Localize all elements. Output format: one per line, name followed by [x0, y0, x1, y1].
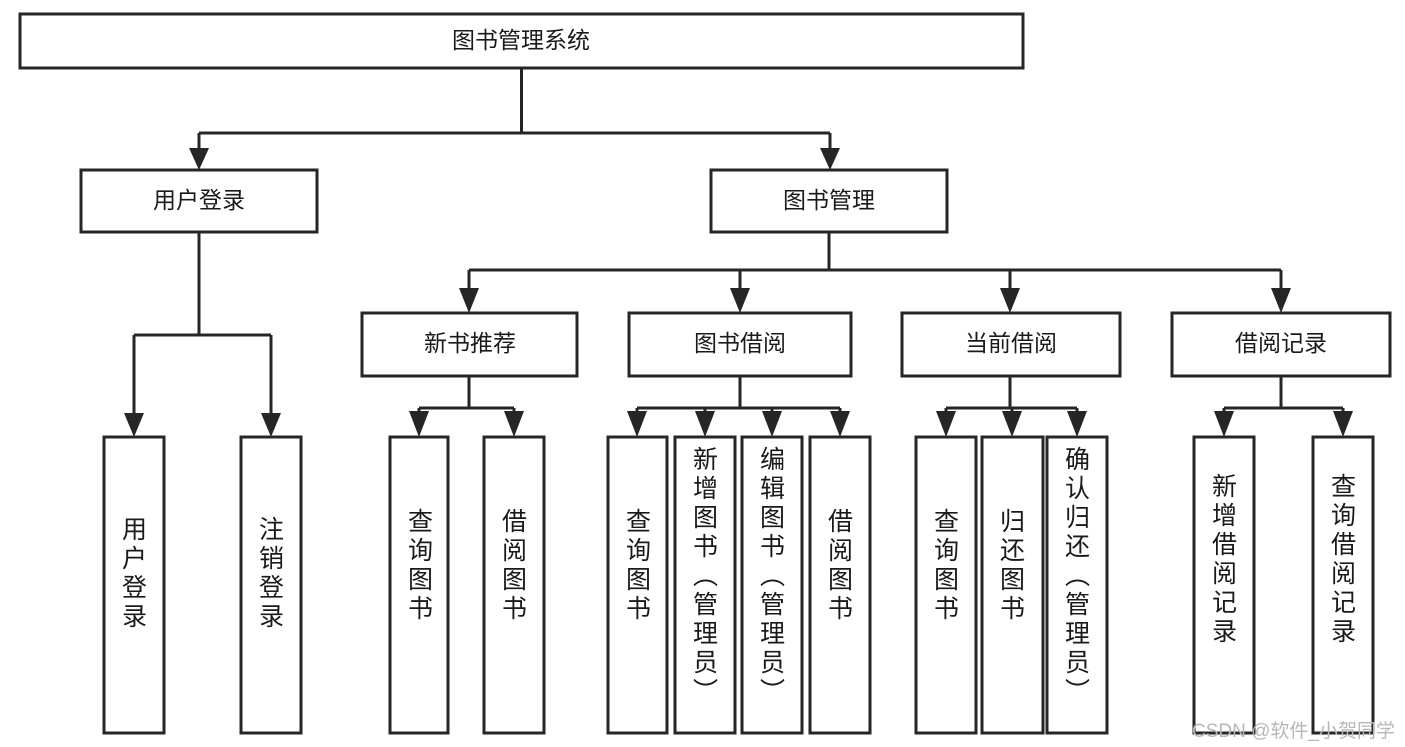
arrow-to-leaf-confirm-return: [1067, 411, 1087, 437]
node-current-borrow[interactable]: [900, 311, 1122, 378]
node-book-borrow[interactable]: [627, 311, 853, 378]
node-leaf-add-record[interactable]: [1192, 435, 1256, 735]
arrow-to-leaf-add-book: [695, 411, 715, 437]
node-new-book-rec-label: 新书推荐: [424, 330, 516, 356]
node-borrow-record-label: 借阅记录: [1235, 330, 1327, 356]
node-user-login[interactable]: [79, 168, 319, 234]
arrow-to-leaf-borrow-book-2: [830, 411, 850, 437]
node-user-login-label: 用户登录: [153, 187, 245, 213]
node-book-manage-label: 图书管理: [783, 187, 875, 213]
node-root[interactable]: [18, 12, 1025, 70]
arrow-to-leaf-user-login: [124, 413, 144, 437]
arrow-to-leaf-return-book: [1002, 411, 1022, 437]
arrow-to-leaf-edit-book: [762, 411, 782, 437]
arrow-to-leaf-query-book-1: [409, 411, 429, 437]
node-leaf-edit-book[interactable]: [740, 435, 804, 735]
connector-layer: [124, 68, 1353, 437]
node-leaf-user-logout[interactable]: [239, 435, 303, 735]
node-book-borrow-label: 图书借阅: [694, 330, 786, 356]
csdn-watermark: CSDN @软件_小贺同学: [1192, 721, 1395, 742]
arrow-to-leaf-add-record: [1214, 411, 1234, 437]
node-leaf-return-book[interactable]: [980, 435, 1045, 735]
node-current-borrow-label: 当前借阅: [965, 330, 1057, 356]
node-leaf-user-login[interactable]: [102, 435, 166, 735]
node-leaf-query-book-3[interactable]: [914, 435, 978, 735]
node-borrow-record[interactable]: [1170, 311, 1392, 378]
node-leaf-add-book[interactable]: [673, 435, 737, 735]
arrow-to-book-borrow: [730, 288, 750, 313]
arrow-root-to-user-login: [189, 148, 209, 170]
arrow-to-leaf-query-record: [1333, 411, 1353, 437]
arrow-to-new-book-rec: [459, 288, 479, 313]
arrow-to-leaf-query-book-2: [627, 411, 647, 437]
node-layer: 图书管理系统 用户登录 图书管理 新书推荐 图书借阅 当前借阅 借阅记录: [18, 12, 1392, 735]
arrow-to-current-borrow: [1000, 288, 1020, 313]
arrow-to-borrow-record: [1271, 288, 1291, 313]
arrow-to-leaf-query-book-3: [936, 411, 956, 437]
arrow-to-leaf-borrow-book-1: [504, 411, 524, 437]
node-root-label: 图书管理系统: [452, 27, 590, 53]
node-leaf-query-record[interactable]: [1311, 435, 1375, 735]
node-leaf-borrow-book-1[interactable]: [482, 435, 546, 735]
node-new-book-rec[interactable]: [360, 311, 579, 378]
arrow-root-to-book-manage: [820, 148, 840, 170]
node-leaf-confirm-return[interactable]: [1045, 435, 1109, 735]
node-leaf-query-book-1[interactable]: [388, 435, 450, 735]
node-leaf-query-book-2[interactable]: [606, 435, 669, 735]
arrow-to-leaf-user-logout: [261, 413, 281, 437]
node-book-manage[interactable]: [709, 168, 949, 234]
node-leaf-borrow-book-2[interactable]: [808, 435, 872, 735]
